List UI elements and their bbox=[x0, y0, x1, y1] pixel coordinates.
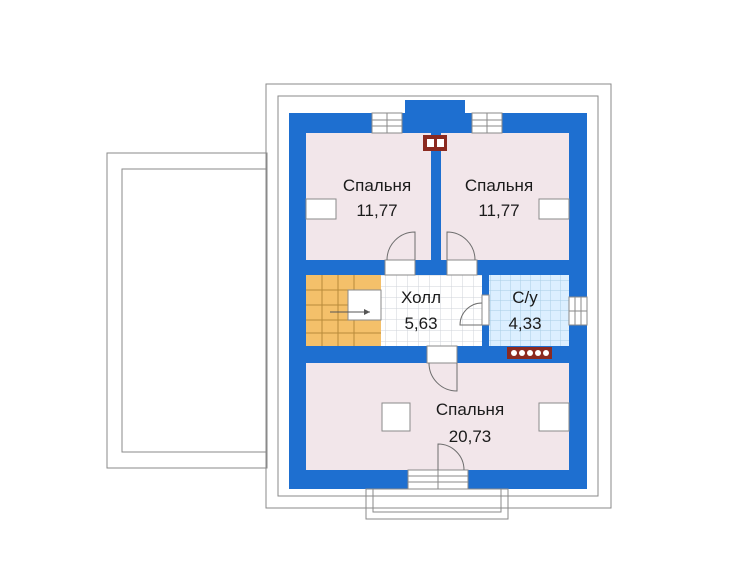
room-name-bathroom: С/у bbox=[512, 288, 538, 307]
roof-outline bbox=[265, 83, 612, 509]
balcony-inner-outline bbox=[372, 488, 502, 513]
bathroom-floor bbox=[489, 275, 569, 346]
room-name-bedroom-bottom: Спальня bbox=[436, 400, 504, 419]
radiators bbox=[305, 198, 570, 432]
balcony-outline bbox=[365, 488, 509, 520]
chimney-wall bbox=[405, 100, 465, 116]
terrace-outline bbox=[106, 152, 268, 469]
stair-steps bbox=[306, 275, 382, 346]
door-swings bbox=[386, 231, 483, 471]
hall-floor bbox=[381, 275, 482, 346]
room-area-bedroom-bottom: 20,73 bbox=[449, 427, 492, 446]
bedroom-top-left-floor bbox=[306, 133, 431, 260]
window-bathroom bbox=[568, 296, 588, 326]
bedroom-top-right-floor bbox=[441, 133, 569, 260]
window-bottom bbox=[407, 469, 469, 490]
room-name-bedroom-top-right: Спальня bbox=[465, 176, 533, 195]
bathroom-fixtures bbox=[507, 347, 552, 359]
room-area-bedroom-top-left: 11,77 bbox=[356, 201, 397, 220]
door-openings bbox=[384, 259, 490, 364]
window-top-left bbox=[371, 112, 403, 134]
room-name-hall: Холл bbox=[401, 288, 441, 307]
room-name-bedroom-top-left: Спальня bbox=[343, 176, 411, 195]
window-top-right bbox=[471, 112, 503, 134]
chimney bbox=[423, 135, 447, 151]
room-area-bathroom: 4,33 bbox=[508, 314, 541, 333]
room-area-hall: 5,63 bbox=[404, 314, 437, 333]
room-area-bedroom-top-right: 11,77 bbox=[478, 201, 519, 220]
